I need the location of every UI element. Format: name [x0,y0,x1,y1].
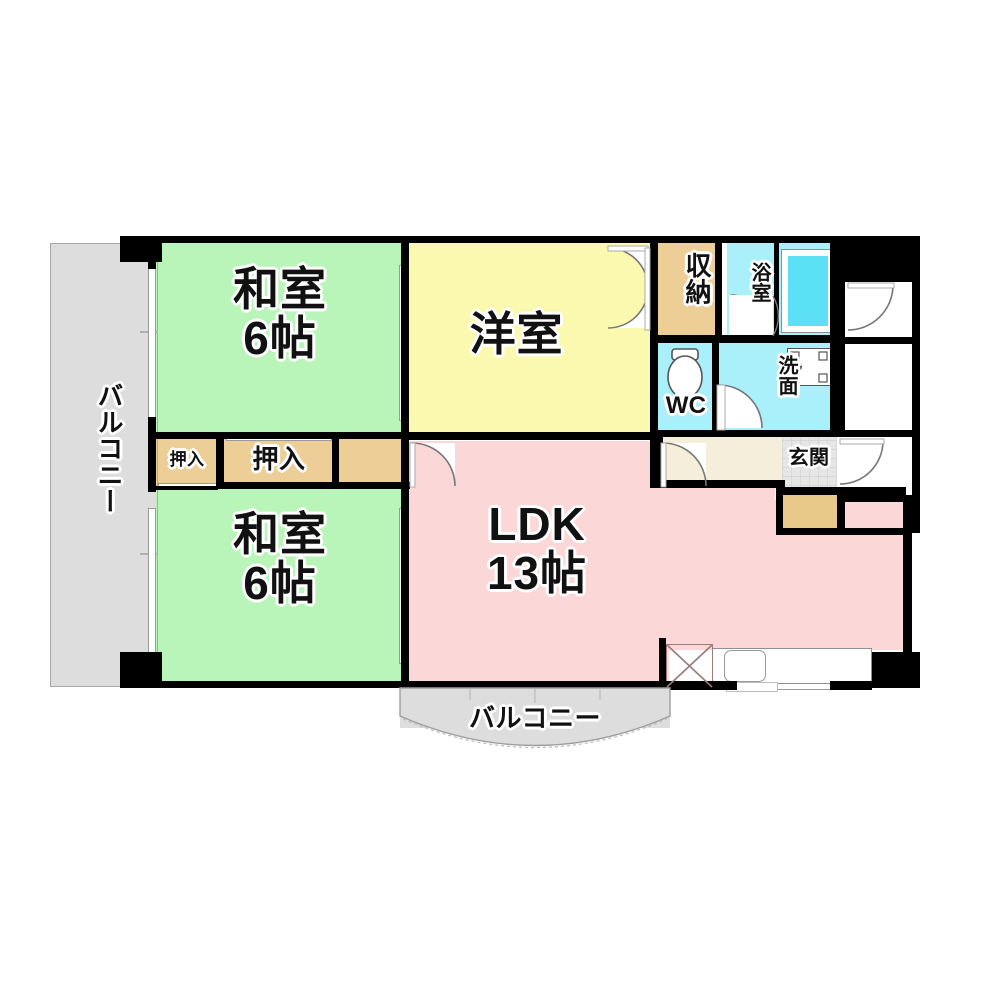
wall-right-outer-mid [912,342,920,437]
wall-storage-bottom [650,335,722,343]
wall-closet-top [148,432,410,439]
wall-genkan-bottom [776,528,838,535]
wall-bottom-kitchen-right [830,681,872,690]
closet-small-fill [155,438,220,487]
wall-corridor-box-top-bottom [845,337,920,344]
balcony-left-label: バルコニー [94,382,124,515]
genkan-step-fill [782,495,837,533]
bathroom-label: 浴室 [748,262,770,303]
wall-closet-divider-1 [216,432,224,489]
wall-closet-bottom-left [148,486,218,490]
wall-bathroom-right [830,243,837,338]
washitsu-upper-label: 和室 6帖 [233,263,327,364]
wall-hallway-left [650,437,658,487]
entrance-label: 玄関 [788,447,830,469]
sink-icon [724,650,766,682]
wall-bottom-ldk [409,681,665,688]
balcony-left-fill [50,243,158,687]
wall-right-outer-upper [912,282,920,342]
wall-corridor-left-edge-low [837,495,845,535]
wall-kitchen-counter-left [659,638,666,688]
wall-corridor-box-low-top [845,495,905,502]
closet-small-label: 押入 [169,450,205,469]
wall-divider-washitsu-yoshitsu [401,243,409,439]
wall-bathroom-bottom [722,335,837,343]
closet-large-fill [224,438,334,487]
washitsu-lower-label: 和室 6帖 [233,508,327,609]
balcony-left-outline [50,243,158,687]
wall-storage-right [715,243,722,338]
wall-wc-right [712,343,719,437]
wall-ldk-right-upper-seg [776,487,906,495]
wall-closet-bottom [216,482,410,489]
wall-right-outer-lower [912,437,920,533]
wall-genkan-left [776,480,783,535]
closet-large-label: 押入 [252,444,306,474]
wall-corridor-left-edge-mid [837,344,845,437]
wall-washroom-bottom [650,430,840,437]
wall-bottom-washitsu [148,681,410,688]
wall-hallway-bottom [650,480,785,488]
washitsu-lower-fill [155,487,405,687]
wall-top-main [120,236,865,243]
wall-yoshitsu-bottom [401,432,661,440]
wall-washroom-right [830,343,838,437]
storage-fill [657,243,715,337]
bathtub-icon [788,256,828,326]
column-top-right [837,236,920,282]
storage-label: 収納 [682,252,712,306]
balcony-bottom-label: バルコニー [468,703,602,733]
wall-corridor-left-edge-upper [837,282,845,344]
wall-corridor-box-mid-bottom [845,430,920,437]
wall-corridor-box-low-bottom [845,528,905,535]
wall-ldk-top-right [657,437,663,487]
wall-kitchen-counter-top [659,638,665,646]
washitsu-upper-fill [155,243,405,438]
toilet-label: WC [665,392,707,419]
closet-extra-fill [338,438,405,487]
wall-left-washitsu-upper [148,243,156,269]
wall-wc-left [650,343,658,437]
yoshitsu-label: 洋室 [469,308,564,360]
wall-left-washitsu-mid [148,417,156,492]
column-bottom-right [872,652,920,688]
wall-bathroom-inner-divider [774,243,779,335]
wall-divider-washitsu-lower-ldk [401,439,409,685]
ldk-label: LDK 13帖 [487,498,587,599]
wall-closet-divider-2 [332,432,339,489]
washroom-label: 洗面 [775,355,797,396]
wall-right-inner-ldk [903,495,912,685]
wall-storage-left [650,243,658,338]
